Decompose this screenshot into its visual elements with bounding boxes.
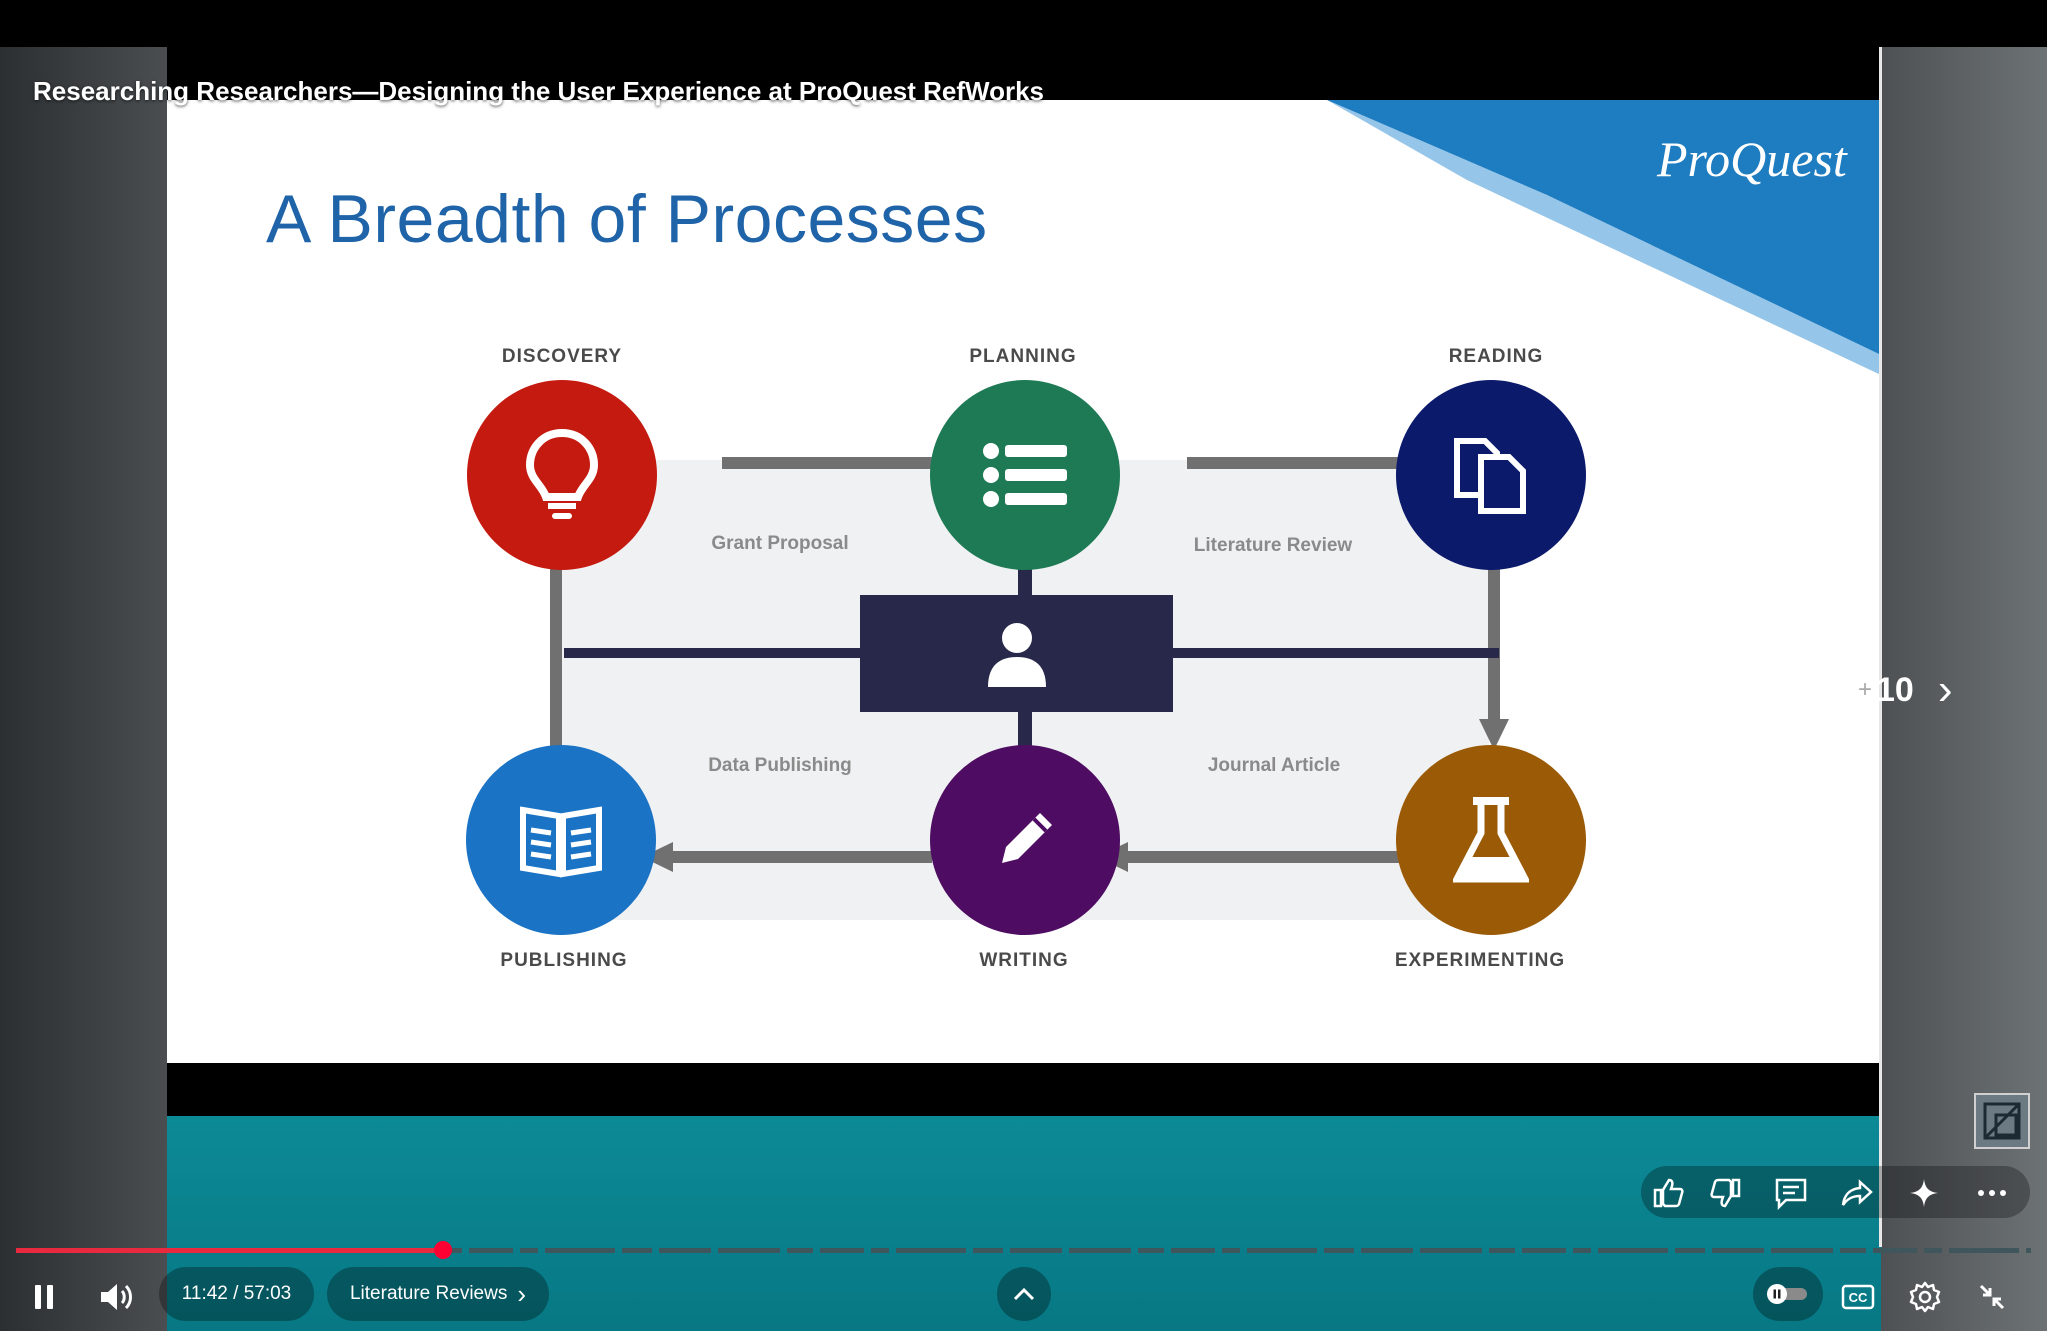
label-writing: WRITING xyxy=(979,950,1069,971)
pencil-icon xyxy=(1002,813,1052,863)
top-bar xyxy=(0,0,2047,47)
progress-played xyxy=(16,1248,444,1253)
autoplay-toggle[interactable] xyxy=(1753,1267,1823,1321)
pause-button[interactable] xyxy=(18,1271,70,1323)
captions-button[interactable]: CC xyxy=(1832,1271,1884,1323)
slide: A Breadth of Processes ProQuest DISCOVER… xyxy=(167,100,1881,1063)
svg-text:CC: CC xyxy=(1849,1290,1868,1305)
person-icon xyxy=(987,622,1046,687)
progress-scrubber[interactable] xyxy=(434,1241,452,1259)
discovery-circle xyxy=(467,380,657,570)
action-bar xyxy=(1641,1166,2030,1218)
time-display: 11:42 / 57:03 xyxy=(159,1267,314,1321)
thumbs-down-icon xyxy=(1710,1178,1741,1208)
teal-panel xyxy=(167,1116,1881,1331)
pip-icon xyxy=(1983,1102,2021,1140)
exit-fullscreen-icon xyxy=(1979,1284,2005,1310)
flow-journal-article: Journal Article xyxy=(1207,755,1341,776)
gear-icon xyxy=(1909,1281,1941,1313)
flow-grant-proposal: Grant Proposal xyxy=(711,533,849,554)
more-icon xyxy=(1978,1190,2006,1196)
lightbulb-icon xyxy=(525,428,599,519)
pause-icon xyxy=(35,1285,53,1309)
left-backdrop xyxy=(0,47,167,1331)
chapter-label: Literature Reviews xyxy=(349,1283,508,1304)
cc-icon: CC xyxy=(1841,1284,1875,1310)
list-icon xyxy=(983,443,1067,507)
expand-panel-button[interactable] xyxy=(997,1267,1051,1321)
flow-data-publishing: Data Publishing xyxy=(708,755,852,776)
settings-button[interactable] xyxy=(1899,1271,1951,1323)
writing-circle xyxy=(930,745,1120,935)
sparkle-icon xyxy=(1910,1179,1938,1207)
reading-circle xyxy=(1396,380,1586,570)
planning-circle xyxy=(930,380,1120,570)
slide-count: 10 xyxy=(1876,670,1914,709)
slide-plus: + xyxy=(1858,676,1873,703)
panel-divider xyxy=(1879,47,1882,1247)
experimenting-circle xyxy=(1396,745,1586,935)
more-button[interactable] xyxy=(1972,1173,2012,1213)
picture-in-picture-button[interactable] xyxy=(1974,1093,2030,1149)
flask-icon xyxy=(1453,797,1529,883)
volume-icon xyxy=(101,1284,132,1310)
slide-letterbox xyxy=(167,1063,1881,1116)
dislike-button[interactable] xyxy=(1706,1173,1746,1213)
label-reading: READING xyxy=(1448,346,1544,367)
chevron-right-icon: › xyxy=(517,1279,526,1309)
ask-ai-button[interactable] xyxy=(1904,1173,1944,1213)
share-button[interactable] xyxy=(1837,1173,1877,1213)
publishing-circle xyxy=(466,745,656,935)
documents-icon xyxy=(1454,438,1526,514)
label-discovery: DISCOVERY xyxy=(501,346,623,367)
exit-fullscreen-button[interactable] xyxy=(1966,1271,2018,1323)
comment-icon xyxy=(1775,1178,1807,1210)
proquest-logo: ProQuest xyxy=(1657,131,1847,187)
slide-title: A Breadth of Processes xyxy=(266,181,988,257)
slide-navigation: + 10 › xyxy=(1858,668,1953,712)
chapter-button[interactable]: Literature Reviews › xyxy=(327,1267,549,1321)
researcher-box xyxy=(860,595,1173,712)
comments-button[interactable] xyxy=(1771,1173,1811,1213)
book-icon xyxy=(520,806,602,878)
share-icon xyxy=(1841,1179,1873,1206)
next-slide-button[interactable]: › xyxy=(1937,665,1953,714)
like-button[interactable] xyxy=(1648,1173,1688,1213)
label-experimenting: EXPERIMENTING xyxy=(1394,950,1566,971)
video-title: Researching Researchers—Designing the Us… xyxy=(33,76,1045,106)
flow-literature-review: Literature Review xyxy=(1193,535,1353,556)
volume-button[interactable] xyxy=(91,1271,143,1323)
autoplay-icon xyxy=(1767,1284,1807,1304)
chevron-up-icon xyxy=(1013,1287,1035,1301)
thumbs-up-icon xyxy=(1653,1178,1684,1208)
label-publishing: PUBLISHING xyxy=(500,950,628,971)
label-planning: PLANNING xyxy=(969,346,1077,367)
